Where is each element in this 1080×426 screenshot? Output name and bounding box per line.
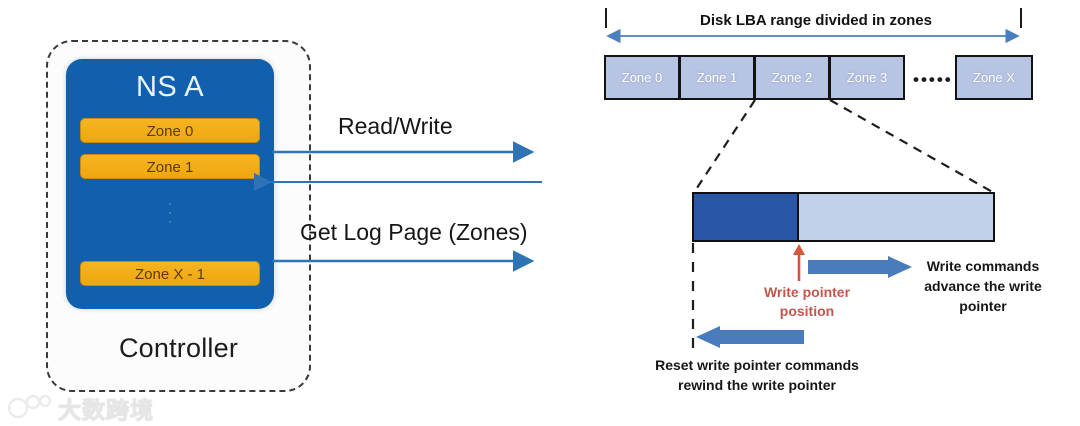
write-pointer-label-line2: position	[779, 303, 835, 319]
zone-bar-0[interactable]: Zone 0	[80, 118, 260, 143]
zone-bar-x-minus-1[interactable]: Zone X - 1	[80, 261, 260, 286]
get-log-page-label: Get Log Page (Zones)	[300, 219, 528, 245]
zoom-in-connectors	[692, 99, 997, 195]
zone-cell-1[interactable]: Zone 1	[679, 55, 755, 100]
controller-label: Controller	[118, 333, 239, 363]
write-pointer-label-line1: Write pointer	[763, 284, 851, 300]
advance-write-pointer-arrow-icon	[808, 256, 912, 278]
zone-cell-0[interactable]: Zone 0	[604, 55, 680, 100]
zones-ellipsis: •••••	[913, 70, 953, 89]
namespace-a-box[interactable]: NS A Zone 0 Zone 1 ··· Zone X - 1	[66, 59, 274, 309]
read-write-label: Read/Write	[338, 113, 453, 139]
write-pointer-arrow-icon	[793, 244, 805, 281]
namespace-title: NS A	[135, 71, 205, 103]
lba-range-title: Disk LBA range divided in zones	[700, 12, 932, 29]
advance-label-line3: pointer	[959, 298, 1007, 314]
reset-write-pointer-label: Reset write pointer commands rewind the …	[629, 355, 885, 395]
advance-write-pointer-label: Write commands advance the write pointer	[910, 256, 1056, 316]
zone-cell-x[interactable]: Zone X	[955, 55, 1033, 100]
zone-cell-2[interactable]: Zone 2	[754, 55, 830, 100]
watermark-logo-icon	[7, 394, 52, 419]
expanded-zone-box[interactable]	[692, 192, 995, 242]
controller-group: NS A Zone 0 Zone 1 ··· Zone X - 1 Contro…	[46, 40, 311, 392]
reset-label-line2: rewind the write pointer	[678, 377, 836, 393]
advance-label-line2: advance the write	[924, 278, 1042, 294]
lba-range-double-arrow	[606, 28, 1020, 44]
write-pointer-label: Write pointer position	[752, 283, 862, 321]
zone-cell-3[interactable]: Zone 3	[829, 55, 905, 100]
advance-label-line1: Write commands	[926, 258, 1040, 274]
reset-label-line1: Reset write pointer commands	[655, 357, 859, 373]
reset-write-pointer-arrow-icon	[696, 326, 804, 348]
watermark: 大数跨境	[6, 392, 196, 424]
command-arrows	[254, 141, 542, 272]
zone-layout-panel: Disk LBA range divided in zones	[590, 0, 1080, 426]
vertical-ellipsis-icon: ···	[168, 196, 172, 228]
range-tick-left-icon	[605, 8, 607, 28]
watermark-text: 大数跨境	[57, 396, 154, 423]
expanded-zone-written-region	[694, 194, 799, 240]
zone-bar-1[interactable]: Zone 1	[80, 154, 260, 179]
range-tick-right-icon	[1020, 8, 1022, 28]
